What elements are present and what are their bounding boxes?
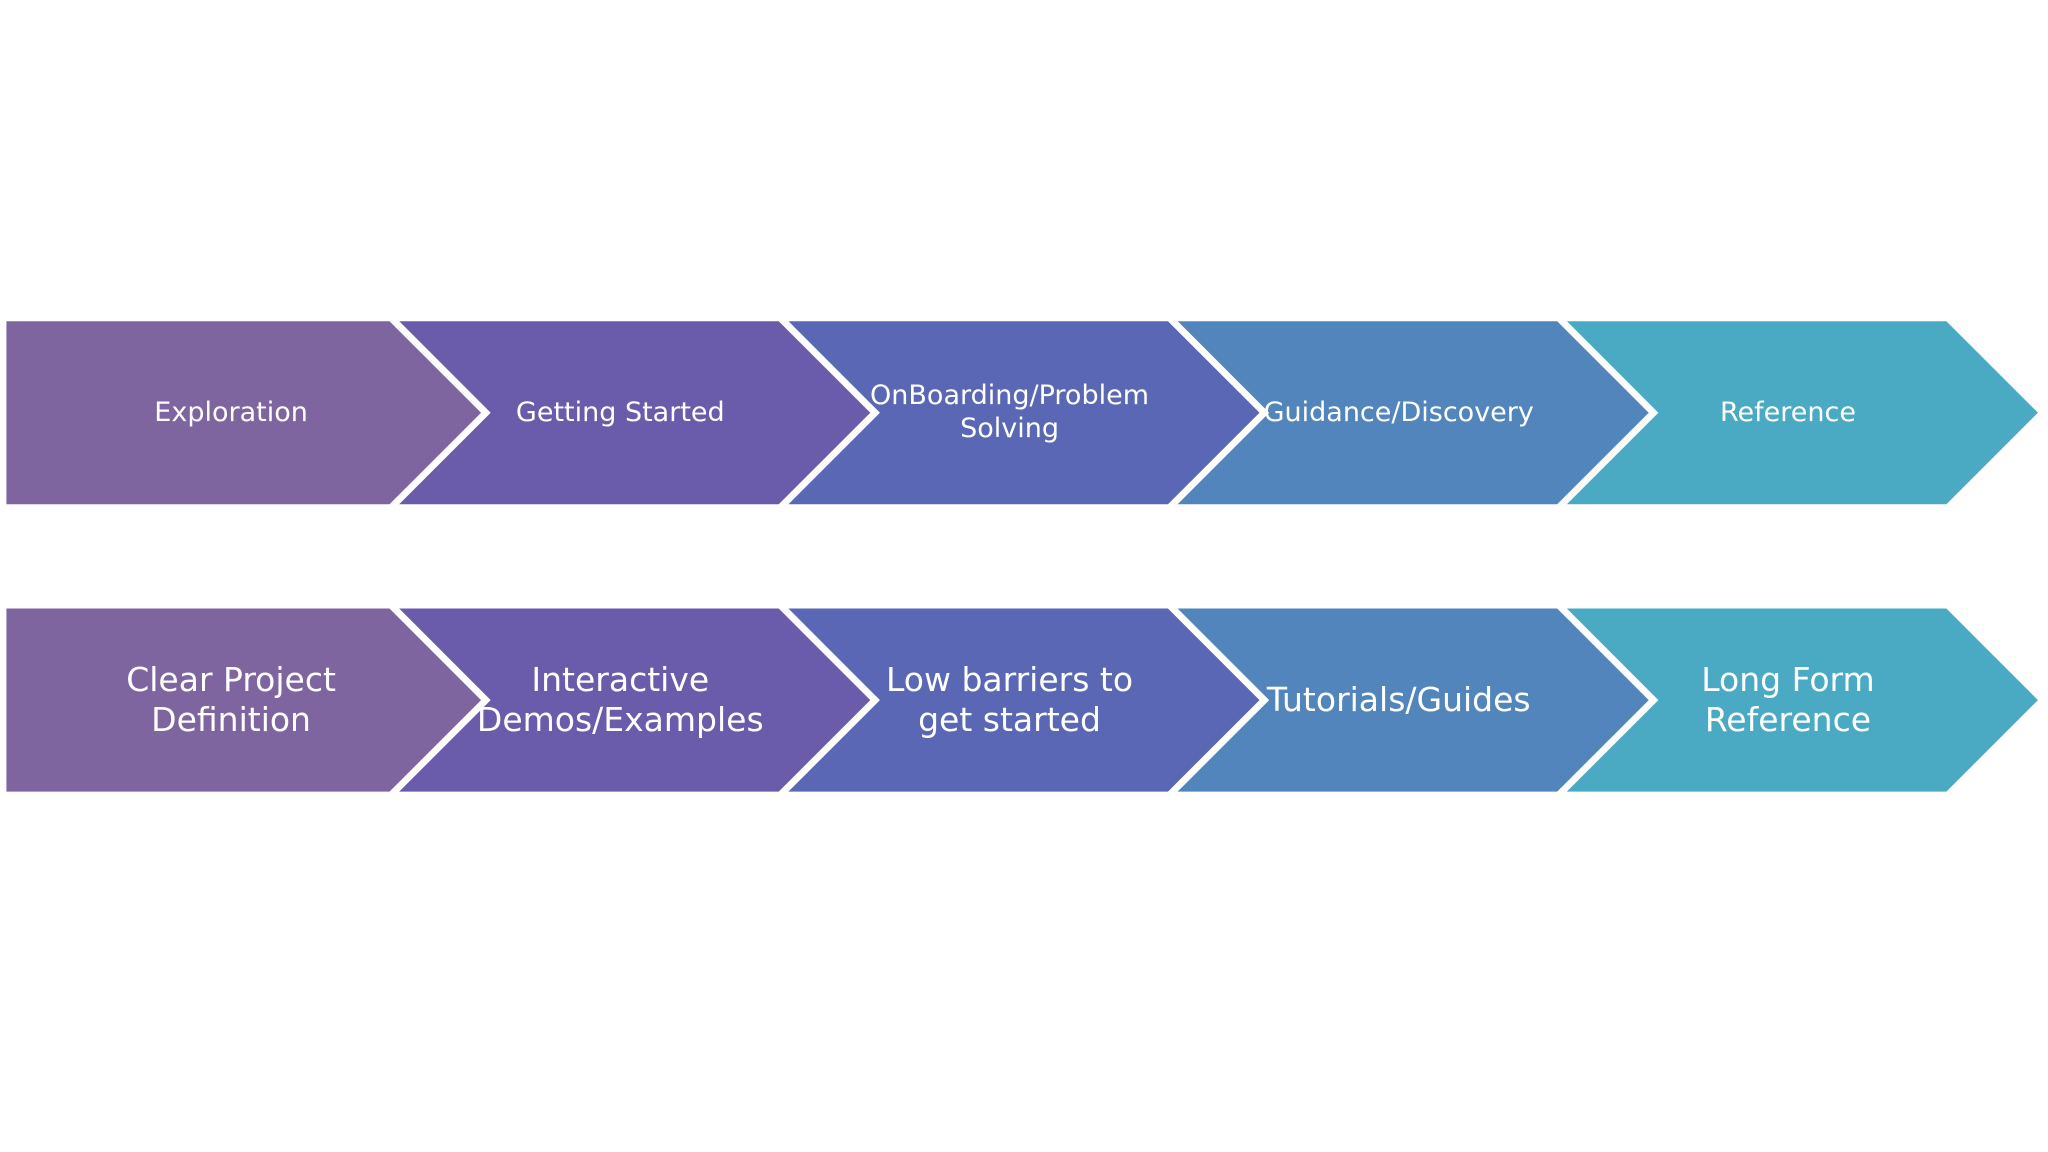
chevron-row2-step5 bbox=[1554, 603, 2046, 797]
chevron-row1-step5 bbox=[1554, 316, 2046, 510]
chevron-row2-step1 bbox=[1, 603, 489, 797]
chevron-row1-step1 bbox=[1, 316, 489, 510]
